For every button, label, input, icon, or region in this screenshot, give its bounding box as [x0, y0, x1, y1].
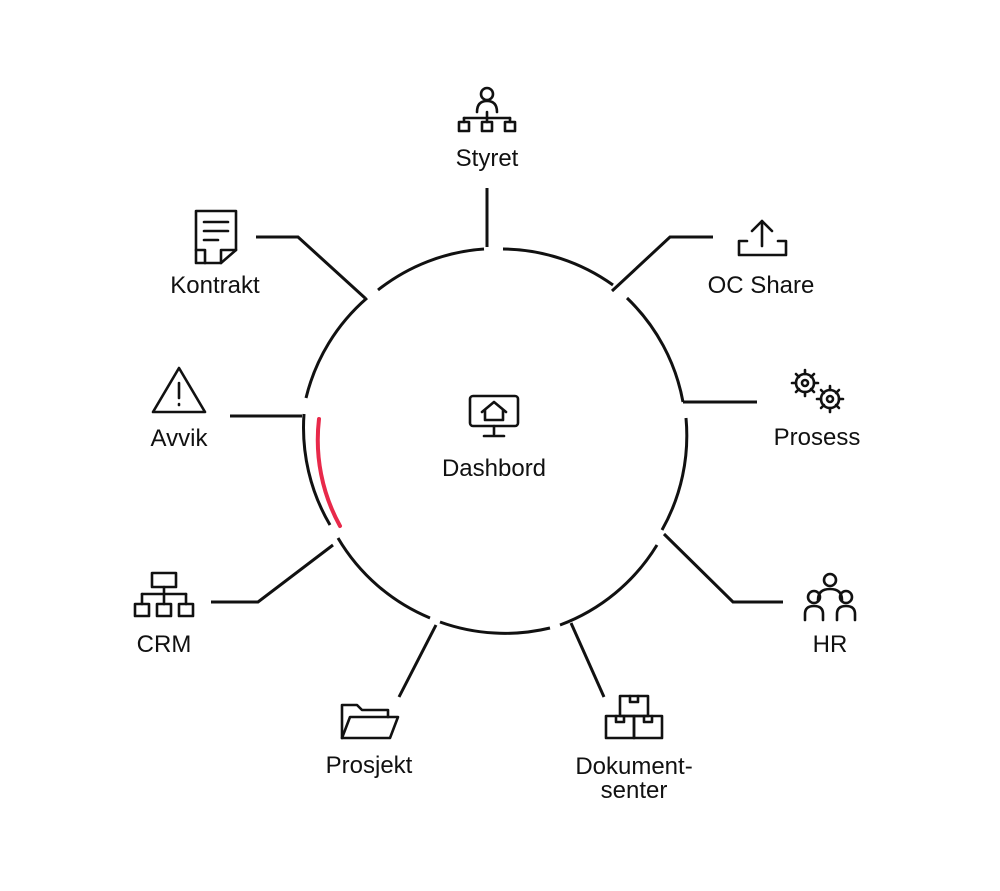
node-label: Prosess: [774, 424, 861, 451]
org-chart-person-icon: [457, 86, 517, 133]
connector-crm: [211, 543, 334, 604]
ring: [302, 247, 689, 635]
center-label: Dashbord: [442, 455, 546, 482]
ring-segment: [625, 296, 685, 403]
node-label: Avvik: [151, 425, 209, 452]
hierarchy-icon: [133, 571, 195, 618]
node-prosess[interactable]: Prosess: [774, 368, 861, 451]
ring-segment: [660, 417, 689, 531]
connector-kontrakt: [256, 235, 367, 300]
node-crm[interactable]: CRM: [133, 571, 195, 658]
ring-segment: [502, 247, 614, 287]
node-styret[interactable]: Styret: [456, 86, 519, 172]
connector-prosjekt: [397, 624, 438, 698]
ring-highlight: [315, 417, 342, 528]
connector-hr: [662, 532, 783, 604]
ring-segment: [559, 544, 659, 627]
people-group-icon: [803, 572, 857, 622]
warning-triangle-icon: [151, 366, 207, 414]
connector-dokumentsenter: [569, 622, 606, 698]
gears-icon: [790, 368, 845, 414]
center-node[interactable]: Dashbord: [442, 394, 546, 482]
share-upload-icon: [737, 219, 788, 257]
node-oc-share[interactable]: OC Share: [708, 219, 815, 299]
ring-segment: [304, 296, 368, 399]
node-label: CRM: [137, 631, 192, 658]
node-label: Kontrakt: [170, 272, 260, 299]
node-label: OC Share: [708, 272, 815, 299]
node-kontrakt[interactable]: Kontrakt: [170, 209, 260, 299]
node-dokumentsenter[interactable]: Dokument- senter: [575, 694, 693, 804]
ring-segment: [336, 537, 431, 620]
node-label: Prosjekt: [326, 752, 413, 779]
ring-segment: [439, 620, 551, 635]
folder-open-icon: [340, 703, 400, 740]
ring-segment: [302, 413, 332, 526]
node-label: HR: [813, 631, 848, 658]
monitor-home-icon: [468, 394, 520, 438]
connectors: [211, 188, 783, 698]
node-prosjekt[interactable]: Prosjekt: [326, 703, 413, 779]
stacked-boxes-icon: [604, 694, 664, 740]
document-icon: [194, 209, 238, 265]
node-hr[interactable]: HR: [803, 572, 857, 658]
ring-segment: [377, 247, 485, 292]
node-label-line1: Dokument-: [575, 753, 692, 780]
node-avvik[interactable]: Avvik: [151, 366, 209, 452]
node-label: Styret: [456, 145, 519, 172]
connector-oc-share: [610, 235, 713, 293]
node-label-line2: senter: [601, 777, 668, 804]
